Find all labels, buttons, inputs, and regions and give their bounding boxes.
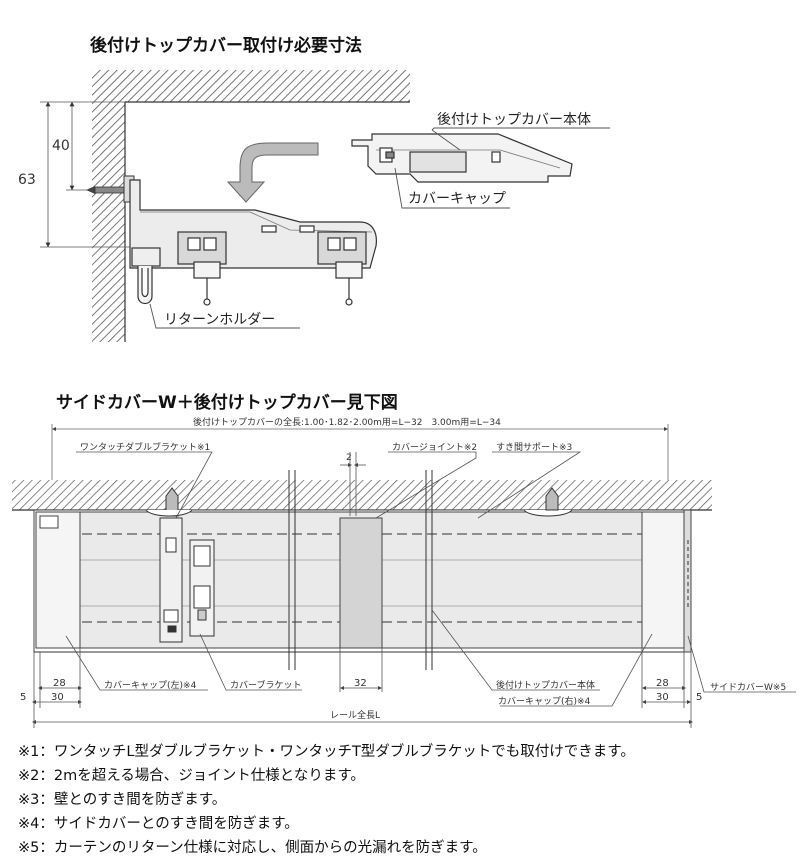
dimension-lines — [40, 101, 135, 248]
cover-length-label: 後付けトップカバーの全長:1.00･1.82･2.00m用=L−32 3.00m… — [193, 416, 501, 428]
note-4: ※4：サイドカバーとのすき間を防ぎます。 — [18, 816, 299, 832]
gap-support — [145, 487, 573, 517]
mounting-dimension-diagram: 40 63 — [18, 70, 610, 342]
install-arrow-icon — [226, 142, 319, 203]
label-side-cover: サイドカバーW※5 — [710, 682, 786, 693]
dim-30-left: 30 — [51, 692, 64, 703]
section1-title: 後付けトップカバー取付け必要寸法 — [90, 36, 362, 56]
label-gap-support: すき間サポート※3 — [496, 442, 572, 453]
cover-bracket — [189, 539, 215, 637]
dim-30-right: 30 — [656, 692, 669, 703]
section2-title: サイドカバーW＋後付けトップカバー見下図 — [56, 393, 398, 413]
dim-2: 2 — [346, 453, 352, 463]
wall-hatch-top — [12, 480, 712, 511]
note-5: ※5：カーテンのリターン仕様に対応し、側面からの光漏れを防ぎます。 — [18, 840, 487, 856]
cover-cap-right — [641, 511, 687, 649]
cover-joint — [339, 517, 383, 649]
dim-63: 63 — [18, 172, 36, 188]
leader-lines-1 — [149, 127, 610, 329]
side-cover-w — [683, 509, 692, 653]
label-top-cover-body-plan: 後付けトップカバー本体 — [496, 679, 595, 691]
label-cover-bracket: カバーブラケット — [230, 679, 301, 691]
top-cover-body — [351, 133, 573, 183]
note-2: ※2：2mを超える場合、ジョイント仕様となります。 — [18, 768, 365, 784]
label-rail-length: レール全長L — [330, 709, 380, 721]
dim-28-right: 28 — [656, 678, 669, 689]
leader-lines-2-top — [76, 451, 582, 519]
screw-icon — [86, 175, 135, 203]
note-3: ※3：壁とのすき間を防ぎます。 — [18, 792, 227, 808]
dim-5-left: 5 — [20, 692, 26, 703]
label-cap-right: カバーキャップ(右)※4 — [498, 695, 591, 707]
return-holder — [131, 247, 161, 305]
dim-5-right: 5 — [696, 692, 702, 703]
cover-cap-left — [35, 511, 81, 649]
label-cover-joint: カバージョイント※2 — [392, 442, 477, 453]
dimension-lines-bottom — [32, 648, 693, 728]
dim-40: 40 — [52, 138, 70, 154]
label-cap-left: カバーキャップ(左)※4 — [104, 679, 197, 691]
label-top-cover-body: 後付けトップカバー本体 — [437, 112, 591, 128]
rail-bracket-assembly — [129, 179, 377, 306]
label-cover-cap: カバーキャップ — [408, 191, 506, 207]
wall-hatch — [92, 102, 126, 342]
dim-2-lines — [340, 452, 366, 516]
label-return-holder: リターンホルダー — [164, 312, 275, 328]
rail-breaks — [288, 470, 433, 670]
note-1: ※1：ワンタッチL型ダブルブラケット・ワンタッチT型ダブルブラケットでも取付けで… — [18, 744, 635, 760]
dim-28-left: 28 — [53, 678, 66, 689]
ceiling-hatch — [92, 70, 410, 103]
dim-32: 32 — [354, 678, 367, 689]
label-double-bracket: ワンタッチダブルブラケット※1 — [80, 441, 210, 453]
top-view-diagram: 後付けトップカバーの全長:1.00･1.82･2.00m用=L−32 3.00m… — [12, 416, 796, 728]
leader-lines-2-bottom — [65, 609, 796, 707]
